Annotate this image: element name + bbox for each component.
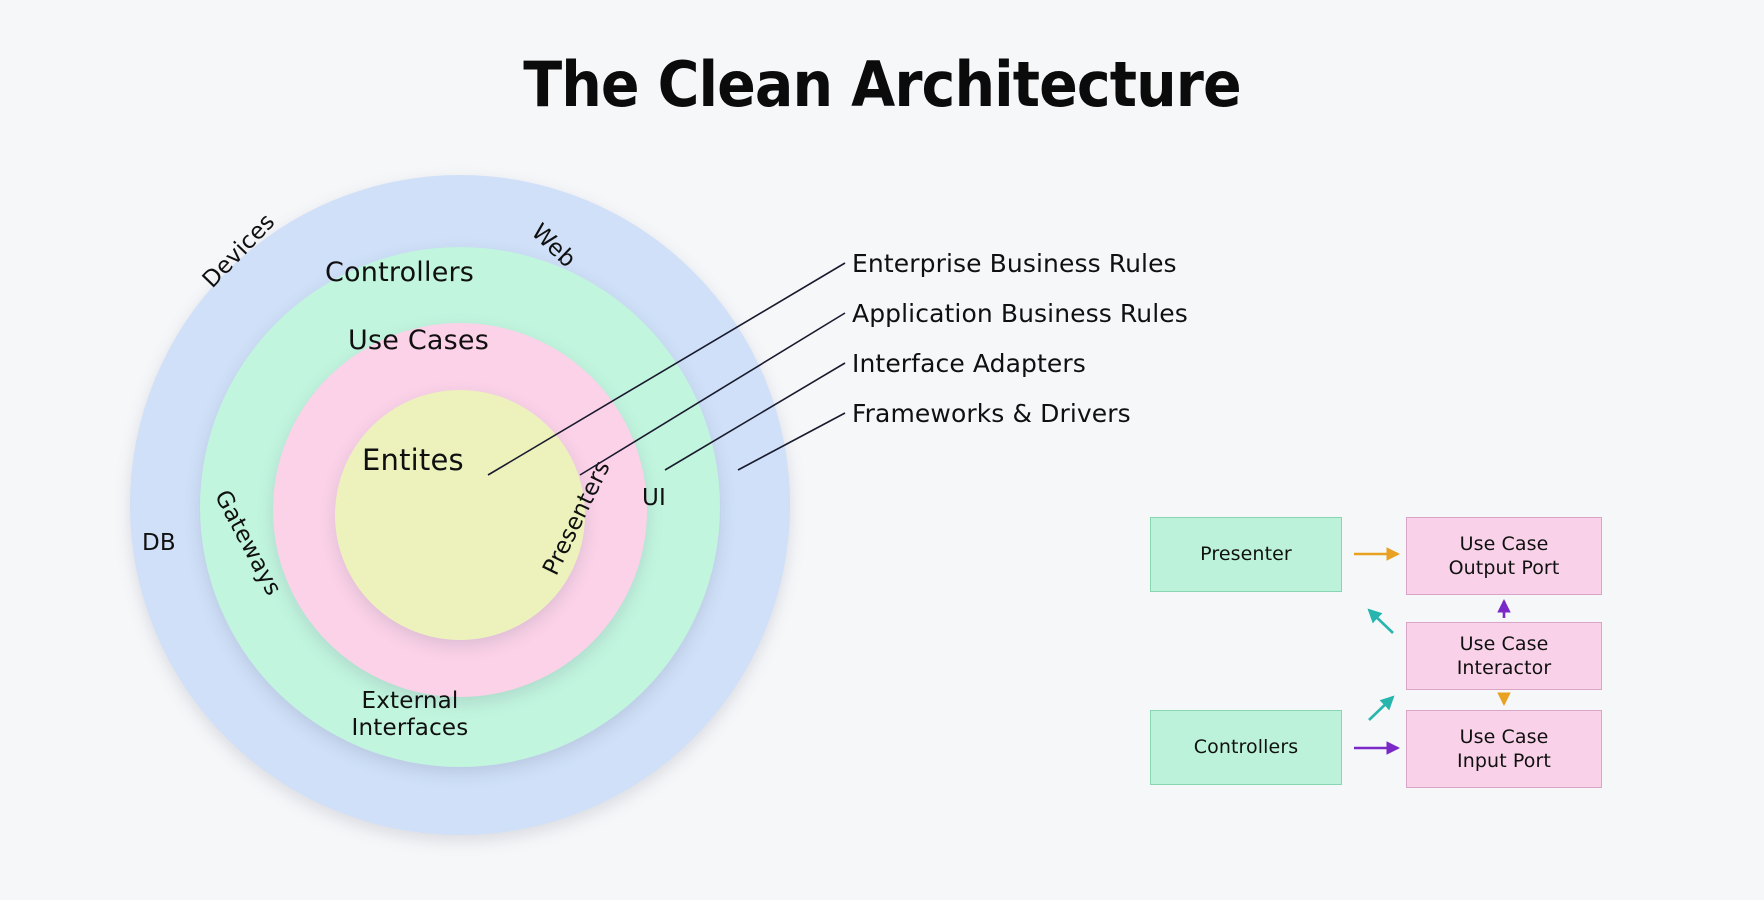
output-port-line-2: Output Port: [1448, 557, 1560, 579]
output-port-line-1: Use Case: [1459, 532, 1549, 555]
flow-box-use-case-input-port[interactable]: Use Case Input Port: [1406, 710, 1602, 788]
use-case-flow-diagram: Presenter Controllers Use Case Output Po…: [1150, 510, 1610, 810]
ring-label-use-cases: Use Cases: [348, 325, 489, 356]
ring-label-entities: Entites: [362, 443, 464, 477]
callout-label-interface-adapters: Interface Adapters: [852, 349, 1086, 378]
flow-box-controllers[interactable]: Controllers: [1150, 710, 1342, 785]
ring-label-db: DB: [142, 530, 176, 556]
ring-label-controllers: Controllers: [325, 257, 475, 288]
arrow-output-port-to-presenter: [1367, 608, 1394, 634]
page-title: The Clean Architecture: [523, 48, 1242, 121]
flow-box-use-case-output-port[interactable]: Use Case Output Port: [1406, 517, 1602, 595]
ring-label-ui: UI: [642, 485, 667, 511]
input-port-line-1: Use Case: [1459, 725, 1549, 748]
external-interfaces-line-1: External: [361, 688, 459, 714]
flow-box-presenter[interactable]: Presenter: [1150, 517, 1342, 592]
input-port-line-2: Input Port: [1457, 750, 1551, 772]
ring-label-external-interfaces: External Interfaces: [345, 688, 475, 742]
flow-box-input-port-text: Use Case Input Port: [1457, 725, 1551, 774]
arrow-input-port-to-interactor: [1368, 695, 1395, 721]
callout-label-application-business-rules: Application Business Rules: [852, 299, 1188, 328]
interactor-line-2: Interactor: [1456, 657, 1552, 679]
flow-box-output-port-text: Use Case Output Port: [1449, 532, 1560, 581]
flow-box-controllers-label: Controllers: [1193, 736, 1299, 759]
clean-architecture-circles: Devices Web DB UI Gateways Presenters Ex…: [130, 175, 790, 850]
external-interfaces-line-2: Interfaces: [351, 715, 469, 742]
callout-label-frameworks-and-drivers: Frameworks & Drivers: [852, 399, 1131, 428]
flow-arrows: [1354, 547, 1511, 755]
callout-label-enterprise-business-rules: Enterprise Business Rules: [852, 249, 1177, 278]
interactor-line-1: Use Case: [1459, 632, 1549, 655]
flow-box-presenter-label: Presenter: [1200, 543, 1292, 566]
ring-enterprise-business-rules: [335, 390, 585, 640]
flow-box-interactor-text: Use Case Interactor: [1457, 632, 1552, 681]
flow-box-use-case-interactor[interactable]: Use Case Interactor: [1406, 622, 1602, 690]
